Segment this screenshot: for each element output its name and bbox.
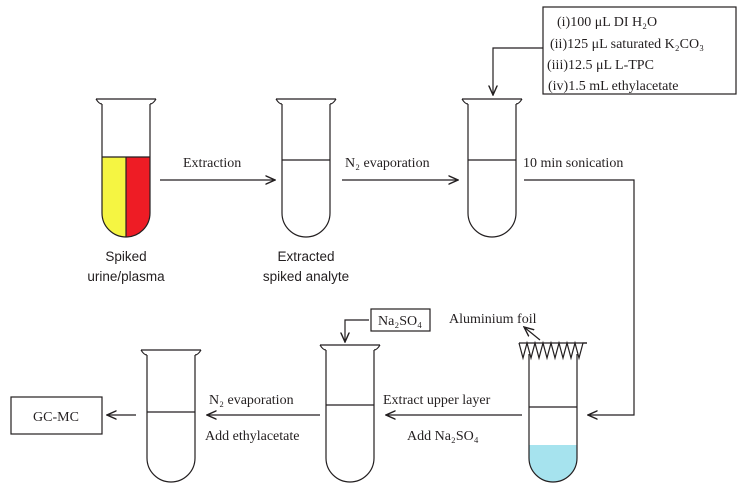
label-aluminium-foil: Aluminium foil (449, 312, 537, 327)
reagent-ii: (ii)125 μL saturated K₂CO₃ (550, 37, 704, 52)
reagent-iv: (iv)1.5 mL ethylacetate (548, 79, 678, 94)
label-extraction: Extraction (183, 156, 241, 171)
reagent-i: (i)100 μL DI H₂O (557, 15, 657, 30)
tube-foil-covered (518, 340, 587, 483)
arrow-na2so4-down (345, 319, 369, 342)
reagent-box (542, 6, 737, 95)
aluminium-foil-cap (518, 340, 587, 361)
reagent-iii: (iii)12.5 μL L-TPC (547, 58, 654, 73)
label-add-ethylacetate: Add ethylacetate (205, 429, 299, 444)
label-n2-evaporation-1: N₂ evaporation (345, 156, 430, 171)
label-extracted-1: Extracted (277, 249, 334, 264)
label-spiked-1: Spiked (105, 249, 146, 264)
tube-dried (319, 344, 381, 483)
tube-1-red-fill (126, 157, 150, 237)
label-gcmc: GC-MC (33, 410, 79, 425)
label-extracted-2: spiked analyte (263, 269, 349, 284)
tube-spiked-sample (95, 98, 157, 238)
label-spiked-2: urine/plasma (87, 269, 165, 284)
tube-4-aqueous-layer (529, 445, 577, 482)
tube-1-yellow-fill (102, 157, 126, 237)
gcmc-box (10, 396, 103, 435)
label-extract-upper: Extract upper layer (383, 393, 491, 408)
tube-reagents (461, 98, 523, 238)
label-na2so4-box: Na₂SO₄ (378, 314, 422, 329)
tube-final (140, 349, 202, 483)
arrow-aluminium-foil (524, 327, 541, 341)
arrow-sonication (524, 179, 635, 415)
label-n2-evaporation-2: N₂ evaporation (209, 393, 294, 408)
arrow-reagents-down (493, 47, 543, 95)
label-sonication: 10 min sonication (523, 156, 623, 171)
tube-extracted-analyte (275, 98, 337, 238)
na2so4-box (370, 308, 431, 332)
label-add-na2so4: Add Na₂SO₄ (407, 429, 479, 444)
